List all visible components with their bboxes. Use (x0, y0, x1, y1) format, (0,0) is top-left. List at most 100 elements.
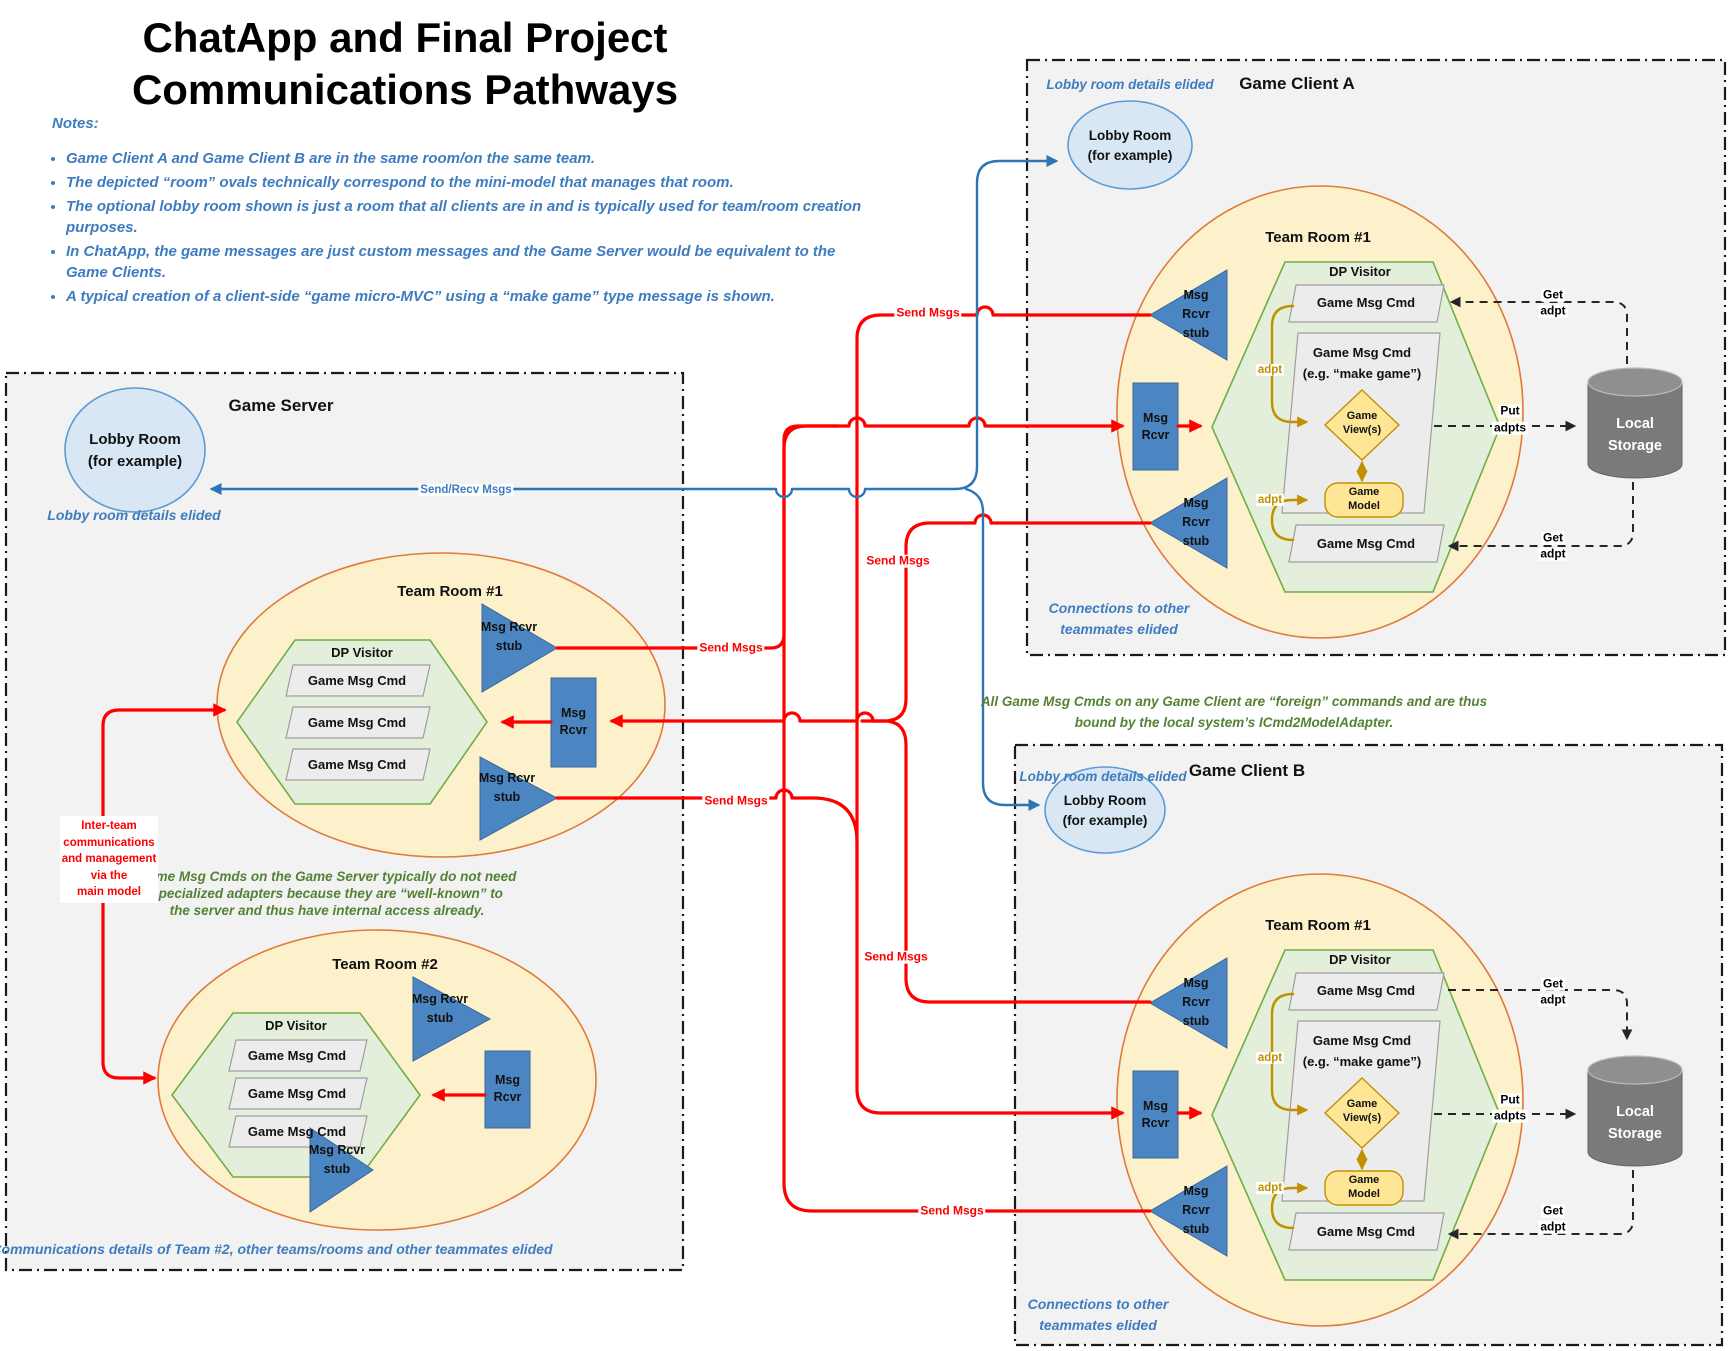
client-a-lobby-label-2: (for example) (1087, 148, 1173, 163)
client-b-cmd-make-label-2: (e.g. “make game”) (1302, 1054, 1422, 1069)
send-recv-msgs-label: Send/Recv Msgs (418, 483, 514, 497)
client-b-msg-rcvr (1132, 1070, 1179, 1159)
server-tr2-cmd-1 (228, 1039, 368, 1072)
client-a-local-storage-body (1587, 382, 1683, 479)
note-item: Game Client A and Game Client B are in t… (66, 148, 876, 169)
client-a-lobby-label-1: Lobby Room (1088, 128, 1172, 143)
client-b-cmd-make-label-1: Game Msg Cmd (1312, 1033, 1412, 1048)
client-b-lobby-oval (1044, 766, 1166, 854)
server-tr2-stub-top-label: Msg Rcvr stub (411, 992, 469, 1025)
client-b-game-model-label-1: Game (1348, 1174, 1380, 1186)
dashed-get-adpt-a-top (1449, 296, 1628, 364)
client-a-msg-rcvr-stub-bottom (1149, 477, 1228, 569)
send-msgs-label-1: Send Msgs (697, 640, 765, 655)
client-b-game-model (1324, 1170, 1404, 1206)
page-title-line1: ChatApp and Final Project (142, 14, 668, 61)
middle-note-line2: bound by the local system’s ICmd2ModelAd… (1074, 715, 1394, 730)
client-b-get-label-2: Get (1540, 1203, 1566, 1218)
send-msgs-label-5: Send Msgs (862, 949, 930, 964)
server-tr1-cmd-3 (285, 748, 431, 781)
blue-path-to-lobby-b (964, 487, 1041, 811)
client-a-msg-rcvr-label: Msg Rcvr (1141, 411, 1170, 442)
server-tr1-cmd-label-1: Game Msg Cmd (307, 673, 407, 688)
server-lobby-label-1: Lobby Room (89, 431, 181, 448)
server-tr2-msg-rcvr (484, 1050, 531, 1129)
red-path-interteam-to-tr2 (101, 890, 157, 1085)
client-b-msg-rcvr-label: Msg Rcvr (1141, 1099, 1170, 1130)
client-b-put-adpts-label: adpts (1491, 1108, 1529, 1123)
client-b-game-views-label-2: View(s) (1342, 1112, 1382, 1124)
client-a-adpt-label-2: adpt (1255, 493, 1285, 507)
client-a-local-storage-top (1587, 367, 1683, 397)
server-tr1-msg-rcvr-stub-top (481, 603, 558, 693)
client-b-get-adpt-label-2: adpt (1538, 1219, 1568, 1234)
red-path-server-bottom-stub-merge (555, 788, 859, 882)
client-a-stub-bottom-label: Msg Rcvr stub (1182, 496, 1210, 548)
client-b-local-storage-label-1: Local (1616, 1104, 1654, 1120)
client-a-local-storage-label-1: Local (1616, 416, 1654, 432)
interteam-line: and management (61, 853, 157, 865)
client-b-connections-caption-2: teammates elided (1039, 1317, 1157, 1333)
client-a-connections-caption-2: teammates elided (1060, 621, 1178, 637)
client-a-stub-top-label: Msg Rcvr stub (1182, 288, 1210, 340)
client-a-cmd-bottom (1288, 524, 1445, 563)
client-b-adpt-label-1: adpt (1255, 1051, 1285, 1065)
client-b-put-label: Put (1498, 1092, 1522, 1107)
server-tr1-msg-rcvr-label: Msg Rcvr (559, 706, 588, 737)
server-green-note-1: Game Msg Cmds on the Game Server typical… (137, 869, 517, 884)
send-msgs-label-6: Send Msgs (918, 1203, 986, 1218)
server-tr2-title: Team Room #2 (332, 956, 438, 973)
client-b-cmd-top-label: Game Msg Cmd (1316, 983, 1416, 998)
note-item: The depicted “room” ovals technically co… (66, 172, 876, 193)
notes-heading: Notes: (52, 115, 99, 132)
server-tr2-cmd-label-3: Game Msg Cmd (247, 1124, 347, 1139)
server-tr2-stub-bottom-label: Msg Rcvr stub (308, 1143, 366, 1176)
server-tr1-cmd-label-3: Game Msg Cmd (307, 757, 407, 772)
server-tr1-cmd-1 (285, 664, 431, 697)
server-tr2-cmd-2 (228, 1077, 368, 1110)
client-b-get-label-1: Get (1540, 976, 1566, 991)
server-tr1-msg-rcvr (550, 677, 597, 768)
client-a-get-label-2: Get (1540, 530, 1566, 545)
client-a-get-adpt-label-2: adpt (1538, 546, 1568, 561)
server-tr1-msg-rcvr-stub-bottom (479, 756, 559, 841)
client-a-game-views-label-1: Game (1346, 410, 1378, 422)
client-b-local-storage-body (1587, 1070, 1683, 1167)
client-a-cmd-make-label-2: (e.g. “make game”) (1302, 366, 1422, 381)
note-item: A typical creation of a client-side “gam… (66, 286, 876, 307)
client-b-lobby-caption: Lobby room details elided (1019, 769, 1187, 784)
dashed-get-adpt-a-bottom (1447, 482, 1634, 552)
client-a-cmd-make-label-1: Game Msg Cmd (1312, 345, 1412, 360)
client-a-get-adpt-label-1: adpt (1538, 303, 1568, 318)
gold-adpt-b-top (1270, 992, 1309, 1116)
middle-note-line1: All Game Msg Cmds on any Game Client are… (980, 694, 1488, 709)
client-b-local-storage-label-2: Storage (1608, 1126, 1662, 1142)
server-tr2-cmd-label-1: Game Msg Cmd (247, 1048, 347, 1063)
client-b-cmd-bottom (1288, 1212, 1445, 1251)
client-a-game-model-label-1: Game (1348, 486, 1380, 498)
client-b-title: Game Client B (1188, 761, 1306, 780)
send-msgs-label-4: Send Msgs (864, 553, 932, 568)
blue-path-lobby-a-to-server-lobby (209, 155, 1059, 499)
client-a-lobby-caption: Lobby room details elided (1046, 77, 1214, 92)
gold-adpt-a-top (1270, 304, 1309, 428)
client-b-msg-rcvr-stub-bottom (1149, 1165, 1228, 1257)
client-a-cmd-top (1288, 284, 1445, 323)
client-a-game-views-diamond (1323, 389, 1401, 461)
interteam-label: Inter-team communications and management… (60, 816, 158, 903)
server-tr1-stub-top-label: Msg Rcvr stub (480, 620, 538, 653)
client-b-msg-rcvr-stub-top (1149, 957, 1228, 1049)
server-green-note-2: specialized adapters because they are “w… (151, 886, 503, 901)
client-a-msg-rcvr-stub-top (1149, 269, 1228, 361)
page-title-line2: Communications Pathways (131, 66, 679, 113)
dashed-get-adpt-b-bottom (1447, 1170, 1634, 1240)
client-b-get-adpt-label-1: adpt (1538, 992, 1568, 1007)
client-b-team-room-title: Team Room #1 (1265, 917, 1371, 934)
client-b-lobby-label-2: (for example) (1062, 813, 1148, 828)
server-tr1-dp-visitor-label: DP Visitor (331, 645, 393, 660)
server-lobby-label-2: (for example) (87, 453, 183, 470)
gold-adpt-b-bottom (1270, 1182, 1309, 1230)
client-a-team-room-title: Team Room #1 (1265, 229, 1371, 246)
